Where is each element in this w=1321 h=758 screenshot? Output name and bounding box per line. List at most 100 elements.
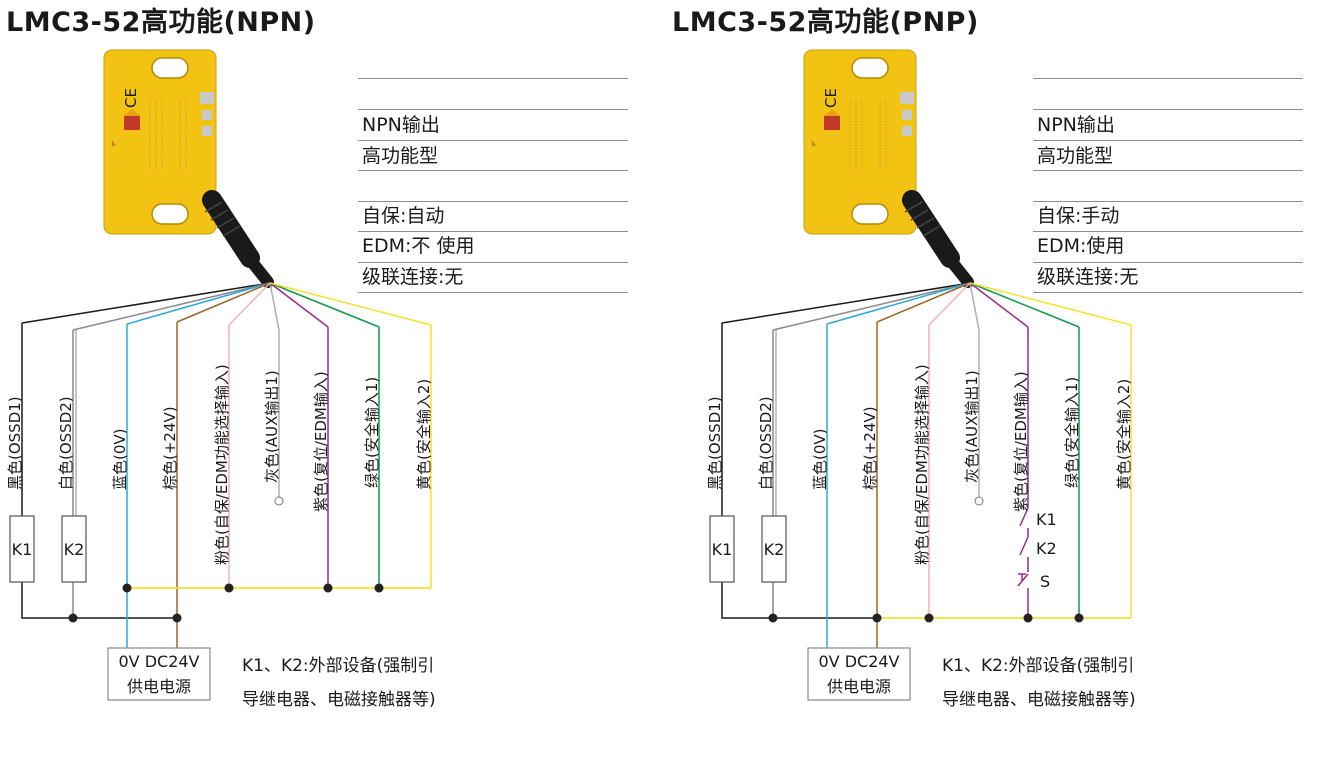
relay-k2 <box>61 515 87 583</box>
cable-rib <box>204 201 223 213</box>
junction-dot <box>224 583 234 593</box>
wire-label: 绿色(安全输入1) <box>363 377 381 488</box>
cable-rib <box>210 209 229 221</box>
relay-k1-label: K1 <box>712 540 733 559</box>
spec-item: 自保:手动 <box>1037 205 1120 227</box>
spec-item: NPN输出 <box>1037 114 1115 136</box>
indicator-led-2 <box>902 110 912 120</box>
spec-item: 级联连接:无 <box>362 266 464 288</box>
ce-mark: CE <box>822 88 840 108</box>
power-supply-label: 供电电源 <box>827 677 891 696</box>
wire-label: 黄色(安全输入2) <box>415 379 433 490</box>
note-line-2: 导继电器、电磁接触器等) <box>942 690 1136 710</box>
spec-item: 自保:自动 <box>362 205 445 227</box>
indicator-led-1 <box>900 92 914 104</box>
panel-title-npn: LMC3-52高功能(NPN) <box>6 7 316 38</box>
wire-label: 黑色(OSSD1) <box>6 396 24 490</box>
wire-label: 绿色(安全输入1) <box>1063 377 1081 488</box>
panel-title-pnp: LMC3-52高功能(PNP) <box>672 7 979 38</box>
wire-label: 黑色(OSSD1) <box>706 396 724 490</box>
wire-fan <box>72 282 271 331</box>
brand-logo-icon <box>824 116 840 130</box>
spec-divider <box>1033 231 1303 232</box>
spec-divider <box>1033 140 1303 141</box>
power-supply-label: 供电电源 <box>127 677 191 696</box>
contact-k2-label: K2 <box>1036 539 1057 558</box>
junction-dot <box>374 583 384 593</box>
power-supply-box <box>107 647 211 701</box>
cable-rib <box>922 225 941 237</box>
aux-terminal <box>974 496 984 506</box>
spec-divider <box>1033 109 1303 110</box>
cable-boot <box>202 190 260 268</box>
indicator-led-3 <box>902 126 912 136</box>
wire-black <box>21 323 177 619</box>
wire-label: 棕色(+24V) <box>161 406 179 490</box>
spec-item: EDM:不 使用 <box>362 235 475 257</box>
indicator-led-2 <box>202 110 212 120</box>
junction-dot <box>68 613 78 623</box>
mount-hole-bottom <box>151 203 189 225</box>
wire-label: 黄色(安全输入2) <box>1115 379 1133 490</box>
note-line-2: 导继电器、电磁接触器等) <box>242 690 436 710</box>
wire-label: 粉色(自保/EDM功能选择输入) <box>213 364 231 565</box>
wire-label: 紫色(复位/EDM输入) <box>1012 371 1030 512</box>
cable-rib <box>910 209 929 221</box>
note-line-1: K1、K2:外部设备(强制引 <box>942 656 1134 676</box>
brand-logo-roof <box>824 109 840 116</box>
wire-fan <box>969 282 1029 328</box>
arrow-mark-icon <box>112 140 116 146</box>
wire-label: 灰色(AUX输出1) <box>263 370 281 483</box>
spec-item: 级联连接:无 <box>1037 266 1139 288</box>
wire-fan <box>228 282 271 326</box>
relay-k2-label: K2 <box>764 540 785 559</box>
wire-fan <box>126 282 271 325</box>
wire-black <box>721 323 877 619</box>
wire-fan <box>721 282 971 324</box>
mount-hole-top <box>851 57 889 79</box>
aux-terminal <box>274 496 284 506</box>
wire-fan <box>826 282 971 325</box>
reset-switch <box>1017 573 1029 587</box>
relay-k1 <box>9 515 35 583</box>
ce-mark: CE <box>122 88 140 108</box>
spec-divider <box>1033 170 1303 171</box>
spec-item: 高功能型 <box>362 145 439 167</box>
spec-divider <box>358 140 628 141</box>
mount-hole-top <box>151 57 189 79</box>
spec-divider <box>1033 78 1303 79</box>
wire-fan <box>176 282 271 323</box>
spec-divider <box>358 292 628 293</box>
sensor-unit: CE <box>103 49 274 288</box>
spec-divider <box>358 170 628 171</box>
spec-divider <box>358 262 628 263</box>
junction-dot <box>1023 613 1033 623</box>
cable-rib <box>916 217 935 229</box>
wire-label: 白色(OSSD2) <box>57 396 75 490</box>
wire-fan <box>772 282 971 331</box>
spec-divider <box>358 201 628 202</box>
junction-dot <box>122 583 132 593</box>
relay-k1 <box>709 515 735 583</box>
brand-logo-roof <box>124 109 140 116</box>
indicator-led-1 <box>200 92 214 104</box>
cable <box>946 256 974 288</box>
power-supply-box <box>807 647 911 701</box>
spec-divider <box>1033 292 1303 293</box>
wire-fan <box>21 282 271 324</box>
relay-k2 <box>761 515 787 583</box>
spec-item: EDM:使用 <box>1037 235 1125 257</box>
cable <box>246 256 274 288</box>
sensor-body <box>803 49 917 235</box>
spec-divider <box>1033 262 1303 263</box>
wire-fan <box>876 282 971 323</box>
spec-divider <box>358 78 628 79</box>
wire-label: 紫色(复位/EDM输入) <box>312 371 330 512</box>
power-supply-terminals: 0V DC24V <box>818 652 899 671</box>
spec-item: NPN输出 <box>362 114 440 136</box>
wire-fan <box>269 282 280 331</box>
spec-item: 高功能型 <box>1037 145 1114 167</box>
